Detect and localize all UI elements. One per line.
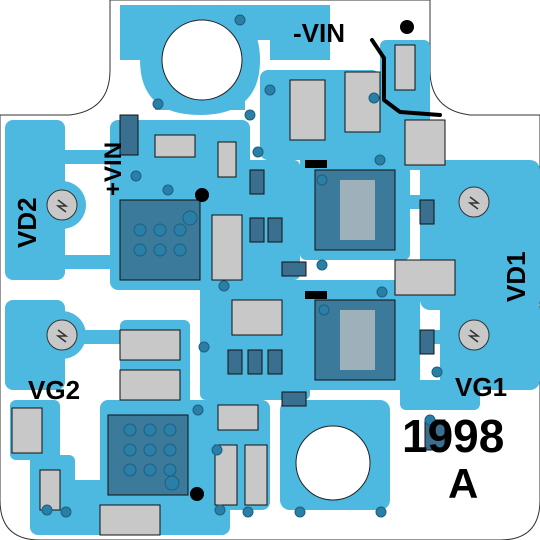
label-vin-positive: +VIN [100,142,127,196]
label-year: 1998 [402,410,504,462]
label-vg1: VG1 [455,372,507,402]
vias [41,14,443,518]
label-vin-negative: -VIN [293,18,345,48]
label-vd2: VD2 [12,197,42,248]
label-revision: A [448,460,478,507]
label-vd1: VD1 [501,251,531,302]
vin-lead-wire [370,38,442,117]
mounting-hole-top [161,19,243,101]
components [11,20,456,536]
mounting-hole-bottom [295,425,371,501]
label-vg2: VG2 [28,375,80,405]
screw-terminals [38,178,498,359]
mounting-holes [161,19,371,501]
